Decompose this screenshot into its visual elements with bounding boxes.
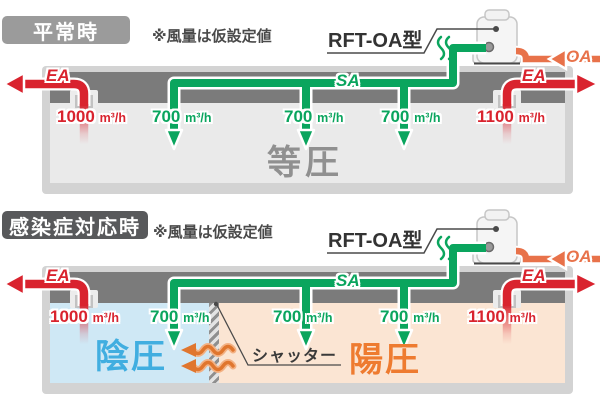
oa-label: OA	[566, 47, 592, 66]
infection-mode-badge-label: 感染症対応時	[9, 216, 141, 239]
supply-flow-3: 700 m³/h	[381, 107, 441, 126]
ea-left-label: EA	[46, 66, 70, 85]
shutter-label: シャッター	[252, 348, 338, 365]
duct-artwork	[2, 9, 600, 151]
exhaust-right-flow: 1100 m³/h	[477, 107, 546, 126]
sa-duct	[164, 235, 486, 351]
supply-flow-1: 700 m³/h	[150, 307, 210, 326]
ea-duct-left	[2, 71, 91, 144]
ea-duct-left	[2, 271, 91, 344]
diagram-normal: 平常時 ※風量は仮設定値 RFT-OA型	[2, 9, 600, 194]
positive-pressure-label: 陽圧	[349, 341, 421, 379]
airflow-note: ※風量は仮設定値	[152, 28, 272, 45]
supply-flow-2: 700 m³/h	[273, 307, 333, 326]
unit-model-label: RFT-OA型	[328, 230, 423, 252]
normal-mode-badge-label: 平常時	[33, 21, 99, 44]
sa-duct	[164, 35, 486, 151]
supply-flow-2: 700 m³/h	[284, 107, 344, 126]
oa-duct	[515, 45, 600, 72]
unit-model-label: RFT-OA型	[328, 30, 423, 52]
rft-oa-unit	[472, 9, 522, 65]
airflow-note: ※風量は仮設定値	[153, 224, 273, 241]
exhaust-right-flow: 1100 m³/h	[468, 307, 537, 326]
leakage-arrows	[181, 343, 237, 373]
ea-right-label: EA	[522, 66, 546, 85]
ea-left-label: EA	[46, 266, 70, 285]
ea-duct-right	[500, 271, 600, 344]
negative-pressure-label: 陰圧	[95, 338, 167, 376]
negative-pressure-zone	[50, 303, 209, 383]
shutter-callout-line	[213, 301, 341, 366]
supply-flow-1: 700 m³/h	[152, 107, 212, 126]
shutter-partition	[209, 303, 219, 383]
ea-duct-right	[500, 71, 600, 144]
duct-artwork	[2, 209, 600, 373]
pipe-break-symbol	[436, 35, 454, 61]
unit-callout-line	[327, 26, 499, 54]
diagram-infection: 感染症対応時 ※風量は仮設定値 RFT-OA型	[0, 200, 600, 400]
exhaust-left-flow: 1000 m³/h	[57, 107, 126, 126]
oa-label: OA	[566, 247, 592, 266]
infection-mode-badge: 感染症対応時	[2, 211, 148, 239]
rft-oa-unit	[472, 209, 522, 265]
exhaust-left-flow: 1000 m³/h	[50, 307, 119, 326]
supply-flow-3: 700 m³/h	[380, 307, 440, 326]
oa-duct	[515, 245, 600, 272]
sa-label: SA	[336, 271, 360, 290]
normal-mode-badge: 平常時	[2, 16, 130, 44]
sa-label: SA	[336, 71, 360, 90]
ea-right-label: EA	[522, 266, 546, 285]
unit-callout-line	[327, 226, 499, 254]
pipe-break-symbol	[436, 235, 454, 261]
equal-pressure-label: 等圧	[267, 144, 343, 182]
